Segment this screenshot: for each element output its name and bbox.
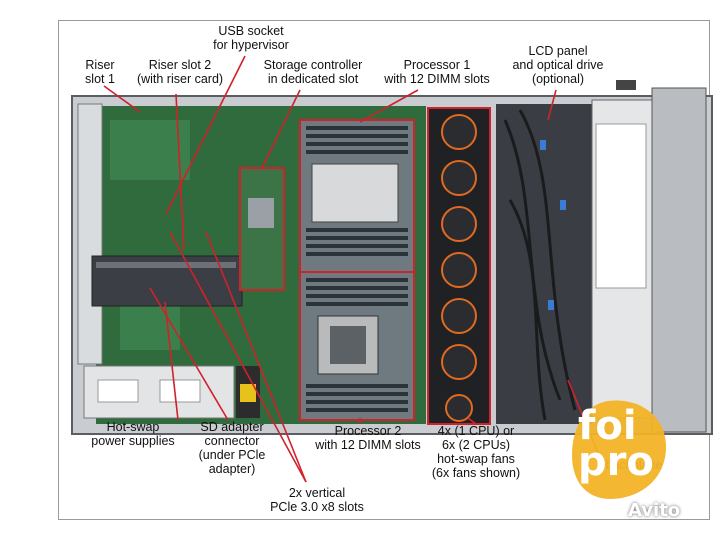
riser-slot-1-area	[77, 103, 103, 365]
label-processor-2: Processor 2 with 12 DIMM slots	[315, 424, 421, 452]
label-usb-socket: USB socket for hypervisor	[213, 24, 289, 52]
watermark-badge	[572, 400, 666, 499]
label-pcie-slots: 2x vertical PCle 3.0 x8 slots	[270, 486, 364, 514]
label-fans: 4x (1 CPU) or 6x (2 CPUs) hot-swap fans …	[431, 424, 521, 480]
label-sd-adapter: SD adapter connector (under PCle adapter…	[198, 420, 266, 476]
avito-logo: Avito	[628, 500, 681, 521]
storage-controller-card	[239, 167, 285, 291]
watermark-text: foi pro	[578, 403, 654, 485]
fans	[441, 114, 477, 422]
label-power-supplies: Hot-swap power supplies	[91, 420, 175, 448]
label-storage-controller: Storage controller in dedicated slot	[263, 58, 363, 86]
label-riser-slot-1: Riser slot 1	[85, 58, 115, 86]
cpu-1-heatsink	[311, 163, 399, 223]
backplane-area	[496, 104, 592, 424]
label-processor-1: Processor 1 with 12 DIMM slots	[384, 58, 490, 86]
label-riser-slot-2: Riser slot 2 (with riser card)	[136, 58, 224, 86]
label-lcd-panel: LCD panel and optical drive (optional)	[512, 44, 604, 86]
